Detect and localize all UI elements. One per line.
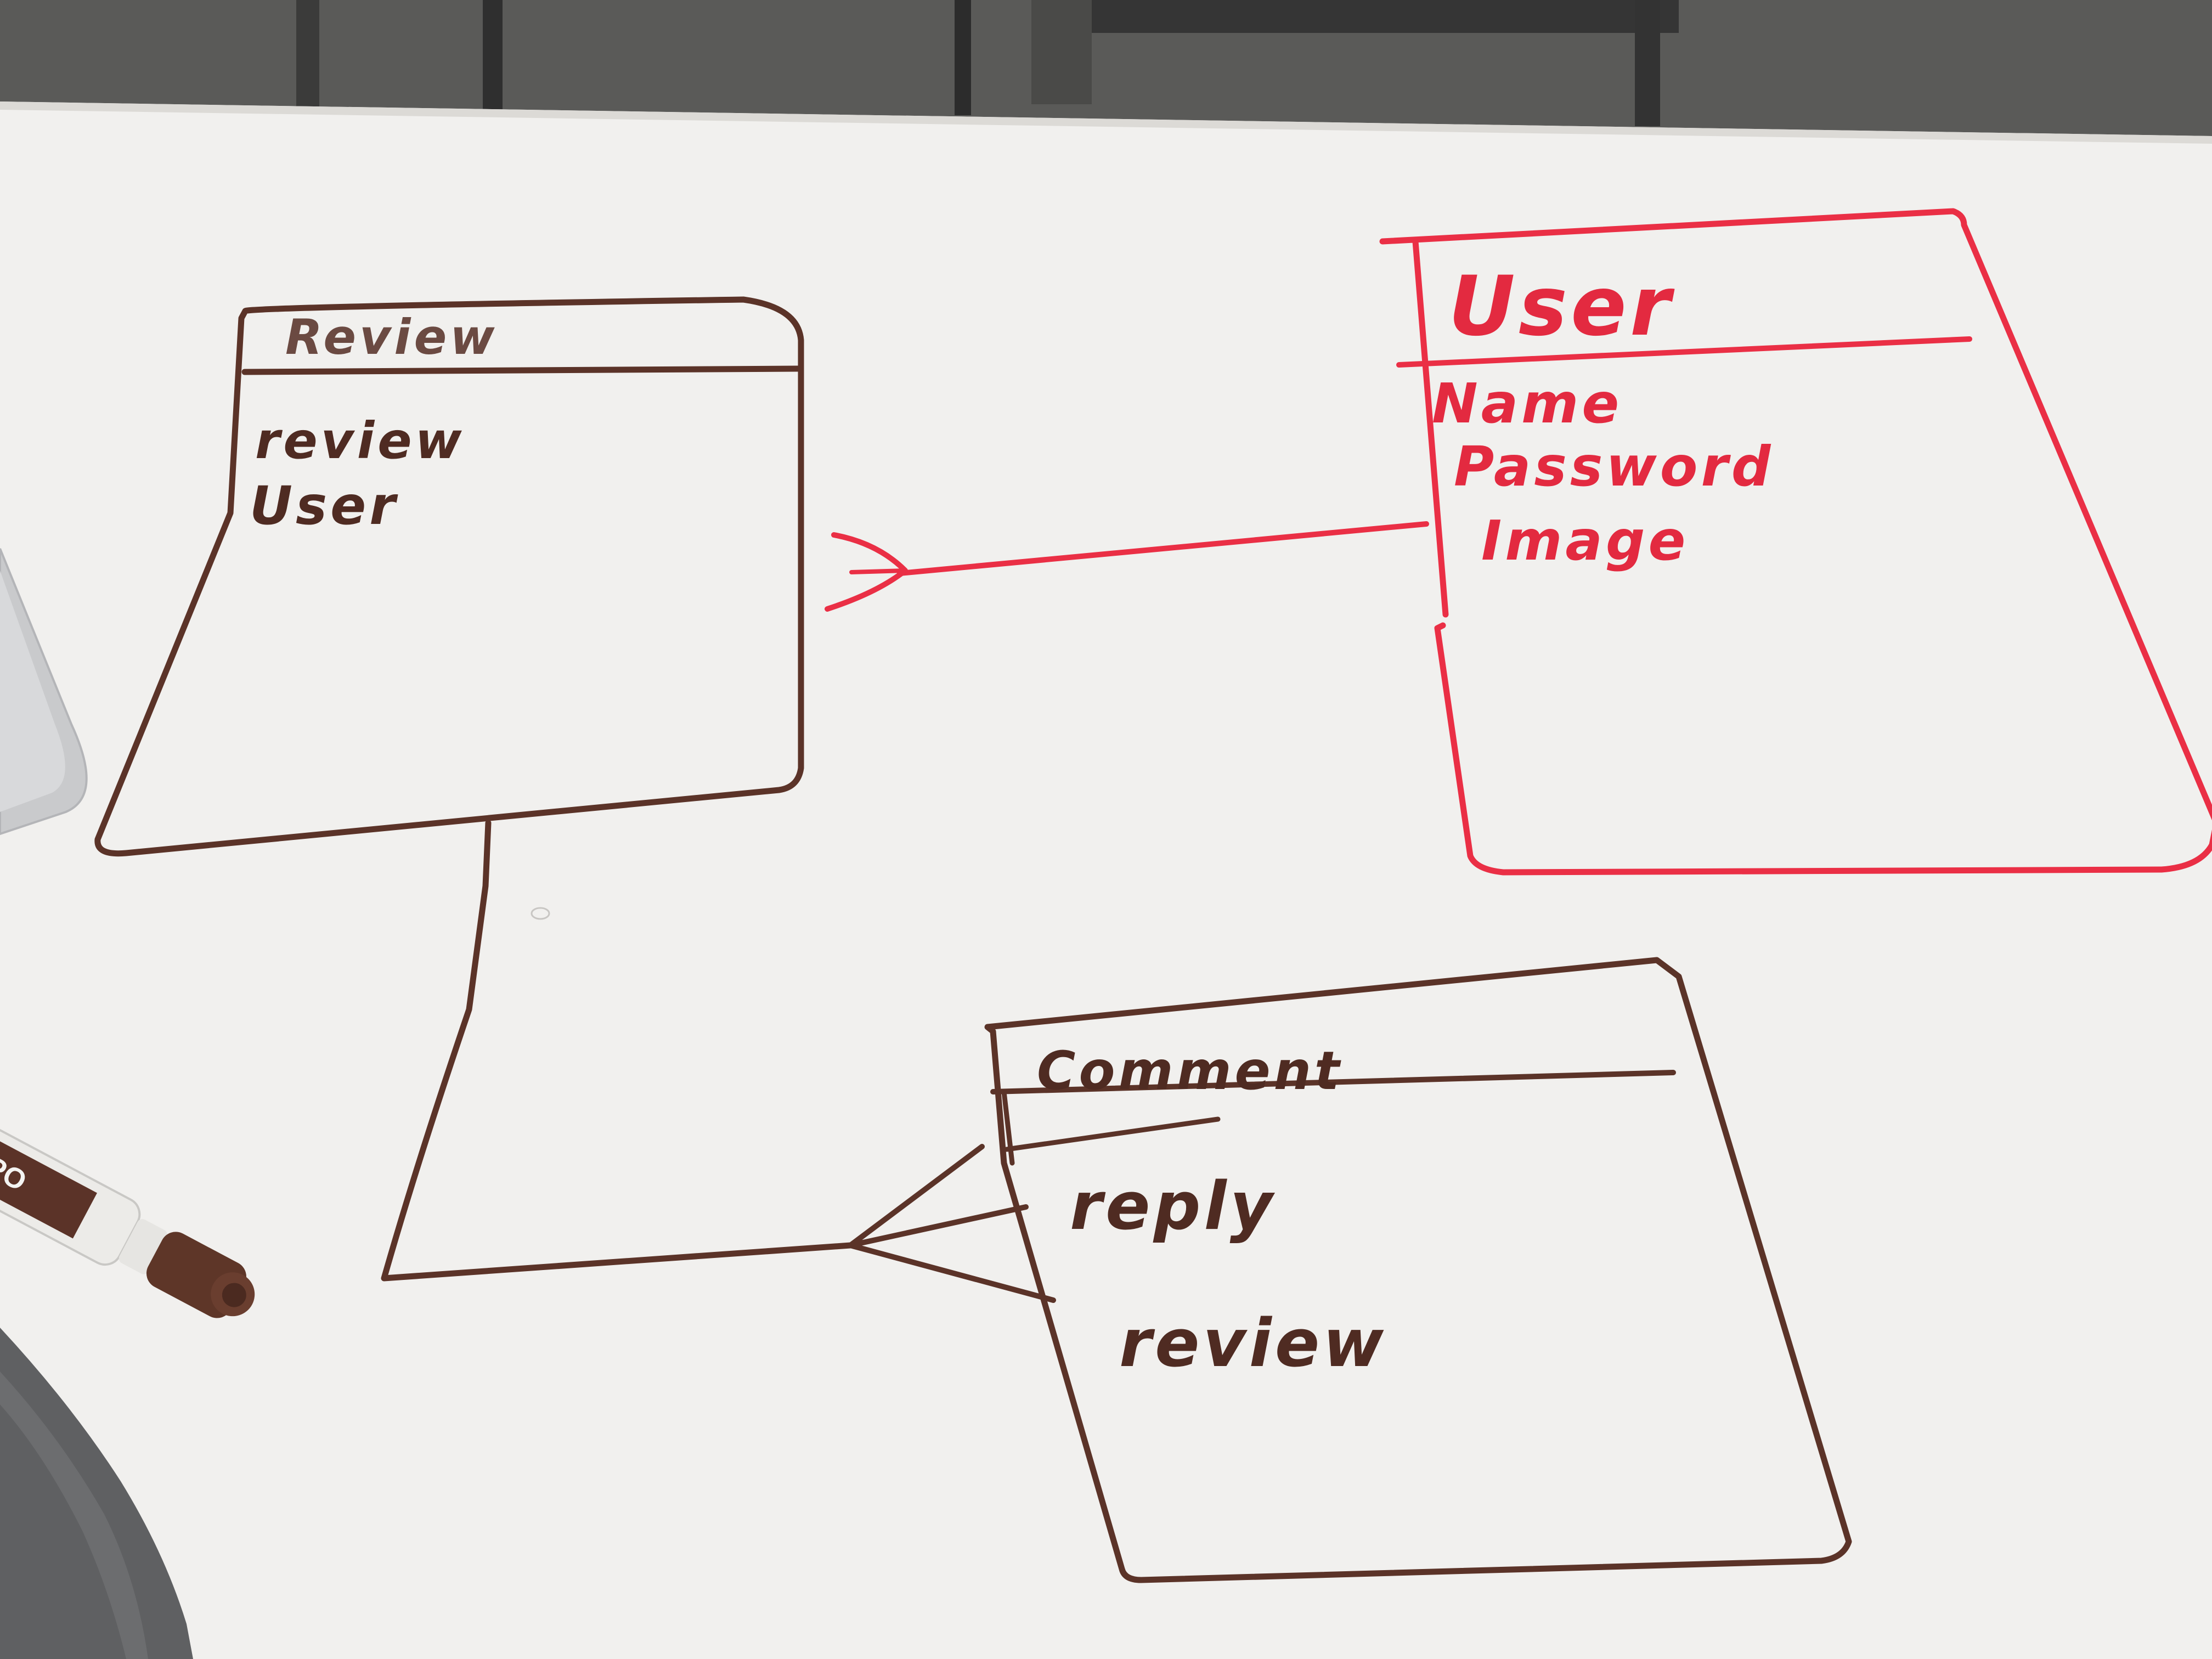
marker-icon: EXPO — [0, 1104, 255, 1318]
entity-user: User Name Password Image — [1379, 208, 2212, 876]
user-field-3: Image — [1481, 509, 1689, 573]
relationship-user-review — [825, 521, 1429, 612]
relationship-line — [381, 820, 854, 1282]
whiteboard-surface — [0, 101, 2212, 1659]
comment-title-divider — [990, 1070, 1676, 1094]
user-box-outline — [1379, 208, 2212, 876]
user-field-1: Name — [1432, 371, 1622, 436]
review-title: Review — [285, 309, 498, 365]
chair-leg-icon — [1635, 0, 1660, 126]
comment-field-2: review — [1119, 1306, 1387, 1382]
entity-comment: Comment reply review — [984, 957, 1852, 1583]
entity-review: Review review User — [94, 296, 804, 857]
review-box-outline — [94, 296, 804, 857]
comment-field-1: reply — [1070, 1169, 1276, 1245]
chair-leg-icon — [296, 0, 319, 126]
chair-leg-icon — [955, 0, 971, 115]
review-field-2: User — [250, 475, 399, 537]
chair-frame-icon — [1092, 0, 1679, 33]
review-field-1: review — [255, 411, 465, 470]
review-title-divider — [241, 365, 802, 375]
comment-box-outline — [984, 957, 1852, 1583]
laptop-corner-icon — [0, 548, 88, 836]
user-field-2: Password — [1454, 435, 1774, 499]
user-title-divider — [1396, 336, 1972, 368]
chair-leg-icon — [483, 0, 503, 121]
user-title: User — [1448, 259, 1675, 354]
crows-foot-icon — [848, 1144, 1056, 1303]
relationship-line — [897, 521, 1429, 576]
cloth-icon — [0, 1328, 193, 1659]
comment-title: Comment — [1037, 1040, 1343, 1102]
relationship-review-comment — [381, 820, 1056, 1303]
